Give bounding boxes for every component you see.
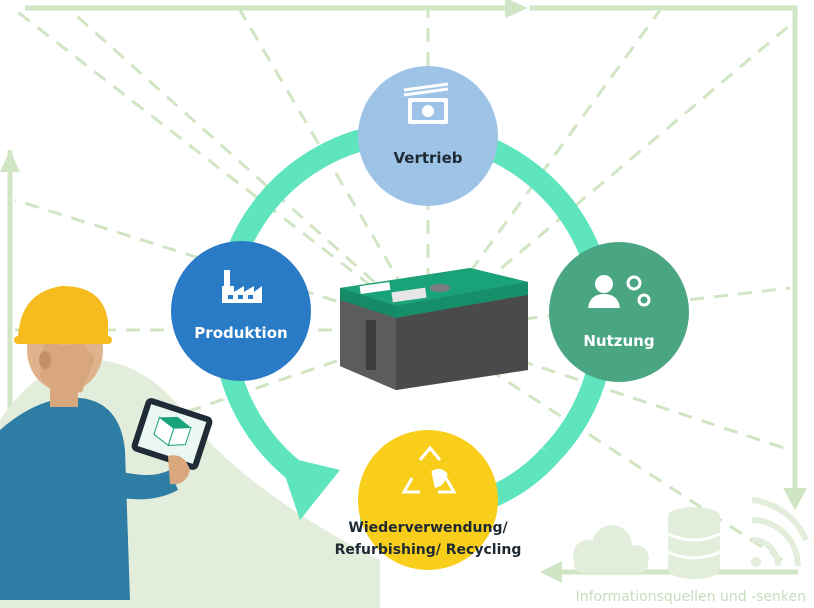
recycle-icon (401, 445, 457, 494)
stage-produktion: Produktion (171, 241, 311, 381)
stage-vertrieb-label: Vertrieb (394, 149, 463, 167)
worker-illustration (0, 286, 213, 600)
stage-nutzung-label: Nutzung (583, 332, 654, 350)
footer-caption: Informationsquellen und -senken (576, 589, 806, 605)
stage-recycling-label-line2: Refurbishing/ Recycling (335, 542, 522, 558)
frame-arrow-up (0, 150, 20, 172)
factory-icon (222, 270, 262, 303)
stage-produktion-label: Produktion (194, 324, 287, 342)
frame-arrow-right (505, 0, 528, 18)
money-icon (403, 82, 449, 124)
stage-recycling-label-line1: Wiederverwendung/ (348, 520, 508, 536)
user-gears-icon (588, 275, 651, 308)
frame-arrow-left (540, 561, 562, 583)
tablet (131, 398, 213, 470)
stage-nutzung: Nutzung (549, 242, 689, 382)
cloud-icon (573, 525, 649, 573)
battery-pack (340, 268, 528, 390)
signal-dot (751, 557, 761, 567)
signal-icon (751, 497, 809, 567)
frame-arrow-down (783, 488, 807, 510)
stage-recycling: Wiederverwendung/ Refurbishing/ Recyclin… (335, 430, 522, 570)
database-icon (667, 507, 721, 579)
stage-vertrieb: Vertrieb (358, 66, 498, 206)
